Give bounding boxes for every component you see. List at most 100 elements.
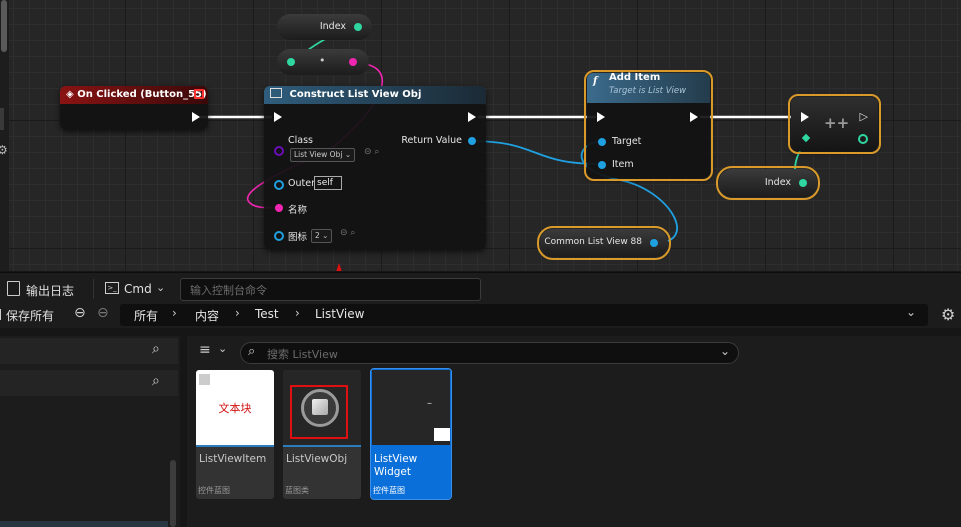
asset-tile-listviewobj[interactable]: ListViewObj 蓝图类 bbox=[283, 370, 361, 499]
console-input[interactable]: 输入控制台命令 bbox=[180, 278, 481, 301]
thumbnail-text: 文本块 bbox=[218, 402, 252, 415]
output-int-pin[interactable] bbox=[799, 179, 807, 187]
asset-type: 蓝图类 bbox=[285, 486, 309, 495]
reroute-symbol: • bbox=[319, 54, 326, 67]
asset-tile-listview-widget[interactable]: – ListView Widget 控件蓝图 bbox=[370, 368, 452, 500]
breadcrumb-item-content[interactable]: 内容 bbox=[195, 309, 220, 323]
variable-label: Index bbox=[319, 21, 346, 32]
cmd-dropdown[interactable]: Cmd bbox=[124, 282, 152, 296]
construct-node-title: Construct List View Obj bbox=[289, 89, 422, 100]
output-name-pin[interactable] bbox=[349, 58, 357, 66]
add-item-subtitle: Target is List View bbox=[609, 86, 687, 96]
search-icon: ⌕ bbox=[248, 344, 256, 359]
filter-icon[interactable]: ≡ bbox=[199, 342, 211, 358]
exec-out-pin[interactable] bbox=[468, 112, 476, 122]
content-path-bar: 保存所有 ⊖ ⊖ 所有 › 内容 › Test › ListView ⌄ ⚙ bbox=[0, 304, 961, 328]
construct-icon bbox=[270, 88, 282, 98]
selected-folder-row[interactable] bbox=[0, 521, 168, 527]
gear-icon[interactable]: ⚙ bbox=[0, 143, 8, 157]
forward-icon[interactable]: ⊖ bbox=[97, 305, 109, 321]
class-dropdown[interactable]: List View Obj ⌄ bbox=[290, 148, 356, 162]
search-icon[interactable]: ⌕ bbox=[152, 373, 160, 389]
chevron-down-icon[interactable]: ⌄ bbox=[719, 344, 730, 358]
class-dropdown-value: List View Obj bbox=[294, 150, 343, 159]
input-int-pin[interactable] bbox=[287, 58, 295, 66]
on-clicked-event-node[interactable]: ◈ On Clicked (Button_55) bbox=[60, 86, 208, 130]
breadcrumb: 所有 › 内容 › Test › ListView ⌄ bbox=[120, 304, 928, 326]
increment-node[interactable]: ++ ▷ bbox=[788, 94, 881, 154]
asset-name: ListView Widget bbox=[374, 453, 418, 478]
asset-name: ListViewItem bbox=[199, 453, 267, 465]
index-variable-node-top[interactable]: Index bbox=[277, 14, 372, 40]
outer-value-box[interactable]: self bbox=[314, 176, 342, 190]
graph-left-strip bbox=[0, 0, 9, 271]
add-item-node[interactable]: f Add Item Target is List View Target It… bbox=[584, 70, 713, 181]
back-icon[interactable]: ⊖ bbox=[74, 305, 86, 321]
graph-side-tab bbox=[0, 108, 4, 130]
chevron-right-icon: › bbox=[235, 306, 240, 320]
asset-type-stripe bbox=[196, 445, 274, 447]
breadcrumb-item-test[interactable]: Test bbox=[255, 307, 279, 321]
asset-name: ListViewObj bbox=[286, 453, 348, 465]
chevron-down-icon[interactable]: ⌄ bbox=[218, 342, 228, 355]
save-all-icon bbox=[0, 309, 1, 320]
search-icon[interactable]: ⌕ bbox=[152, 341, 160, 357]
breadcrumb-item-all[interactable]: 所有 bbox=[134, 309, 159, 323]
browse-icon[interactable]: ⊝ ⌕ bbox=[340, 228, 356, 238]
collections-search-row[interactable]: ⌕ bbox=[0, 370, 178, 396]
exec-in-pin[interactable] bbox=[801, 112, 809, 122]
save-all-button[interactable]: 保存所有 bbox=[6, 309, 55, 323]
settings-gear-icon[interactable]: ⚙ bbox=[941, 305, 956, 324]
name-label: 名称 bbox=[288, 205, 308, 216]
int-out-pin[interactable] bbox=[858, 134, 868, 144]
icon-label: 图标 bbox=[288, 232, 308, 243]
browse-icon[interactable]: ⊝ ⌕ bbox=[364, 147, 380, 157]
asset-thumbnail: 文本块 bbox=[196, 370, 274, 445]
delegate-pin-icon[interactable] bbox=[194, 89, 204, 99]
output-int-pin[interactable] bbox=[354, 23, 362, 31]
return-value-label: Return Value bbox=[401, 135, 462, 146]
return-value-pin[interactable] bbox=[468, 137, 476, 145]
class-pin[interactable] bbox=[274, 146, 284, 156]
icon-dropdown[interactable]: 2 ⌄ bbox=[311, 229, 333, 243]
annotation-arrow-head bbox=[336, 263, 342, 271]
object-wire bbox=[580, 140, 678, 244]
chevron-right-icon: › bbox=[172, 306, 177, 320]
target-pin[interactable] bbox=[598, 138, 606, 146]
asset-search-input[interactable]: ⌕ 搜索 ListView ⌄ bbox=[240, 342, 739, 364]
folder-search-row[interactable]: ⌕ bbox=[0, 338, 178, 364]
scrollbar-handle[interactable] bbox=[1, 0, 7, 52]
checkbox-icon bbox=[199, 374, 210, 385]
name-pin[interactable] bbox=[275, 204, 283, 212]
outer-pin[interactable] bbox=[274, 180, 284, 190]
breadcrumb-item-listview[interactable]: ListView bbox=[315, 307, 365, 321]
asset-type: 控件蓝图 bbox=[198, 486, 230, 495]
variable-label: Common List View 88 bbox=[544, 237, 642, 247]
exec-in-pin[interactable] bbox=[597, 112, 605, 122]
exec-out-pin[interactable] bbox=[690, 112, 698, 122]
object-wire bbox=[469, 140, 601, 165]
chevron-down-icon[interactable]: ⌄ bbox=[905, 305, 916, 319]
function-icon: f bbox=[593, 76, 598, 87]
output-log-icon bbox=[7, 281, 20, 296]
exec-out-outline-pin[interactable]: ▷ bbox=[859, 110, 868, 123]
item-pin[interactable] bbox=[598, 161, 606, 169]
target-label: Target bbox=[612, 136, 642, 147]
asset-tile-listviewitem[interactable]: 文本块 ListViewItem 控件蓝图 bbox=[196, 370, 274, 499]
widget-icon bbox=[434, 428, 450, 441]
exec-in-pin[interactable] bbox=[274, 112, 282, 122]
output-object-pin[interactable] bbox=[650, 239, 658, 247]
chevron-down-icon[interactable]: ⌄ bbox=[156, 281, 166, 294]
icon-pin[interactable] bbox=[274, 231, 284, 241]
highlight-box bbox=[290, 385, 348, 439]
construct-list-view-obj-node[interactable]: Construct List View Obj Class List View … bbox=[264, 86, 486, 250]
reroute-node[interactable]: • bbox=[277, 49, 369, 75]
output-log-button[interactable]: 输出日志 bbox=[26, 284, 75, 298]
blueprint-graph[interactable]: ⚙ Index • ◈ On Clicked (Button_55) bbox=[0, 0, 961, 271]
exec-out-pin[interactable] bbox=[192, 112, 200, 122]
index-variable-node-right[interactable]: Index bbox=[716, 166, 820, 200]
blueprint-class-icon bbox=[301, 389, 339, 427]
int-in-diamond-pin[interactable] bbox=[801, 133, 811, 143]
panel-scrollbar[interactable] bbox=[170, 460, 176, 527]
common-list-view-variable-node[interactable]: Common List View 88 bbox=[537, 226, 671, 260]
